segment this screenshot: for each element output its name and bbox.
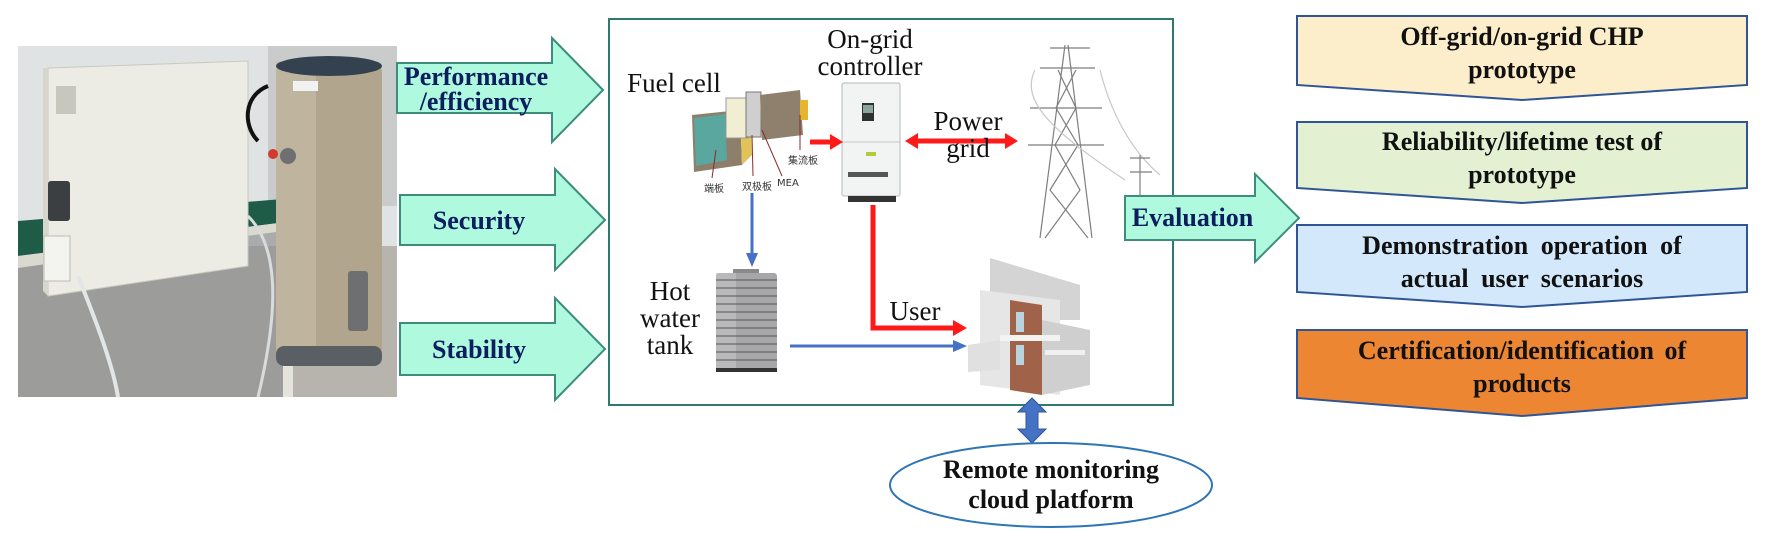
arrow-evaluation bbox=[1124, 171, 1301, 265]
arrow-stability bbox=[399, 295, 607, 403]
label-line: /efficiency bbox=[419, 87, 533, 116]
label-line: products bbox=[1473, 369, 1571, 398]
arrow-performance bbox=[396, 35, 605, 145]
controller-icon bbox=[841, 82, 901, 202]
photo-illustration bbox=[18, 46, 397, 397]
house-icon bbox=[968, 258, 1090, 395]
outcome-box-4 bbox=[1296, 329, 1748, 418]
fuel-cell-part-mea: MEA bbox=[777, 178, 799, 189]
electric-flow-controller-grid bbox=[905, 133, 1018, 149]
label-line: Demonstration operation of bbox=[1362, 231, 1682, 260]
arrow-security-label: Security bbox=[400, 206, 558, 235]
fuel-cell-part-bipolar-plate: 双极板 bbox=[742, 182, 772, 193]
electric-flow-controller-to-user bbox=[870, 205, 967, 336]
label-line: grid bbox=[946, 133, 990, 163]
label-line: controller bbox=[817, 51, 923, 81]
user-label: User bbox=[889, 296, 941, 326]
hot-water-tank-icon bbox=[716, 269, 777, 372]
label-line: cloud platform bbox=[968, 485, 1134, 514]
outcome-3-label: Demonstration operation of actual user s… bbox=[1297, 229, 1747, 295]
outcome-box-1 bbox=[1296, 15, 1748, 102]
label-line: Certification/identification of bbox=[1357, 336, 1687, 365]
heat-flow-fuelcell-to-tank bbox=[746, 193, 758, 267]
arrow-security bbox=[399, 166, 607, 273]
label-line: tank bbox=[646, 330, 694, 360]
label-line: On-grid bbox=[827, 24, 913, 54]
label-line: Performance bbox=[403, 62, 549, 91]
arrow-performance-label: Performance /efficiency bbox=[397, 62, 555, 116]
label-line: Hot bbox=[649, 276, 691, 306]
label-line: water bbox=[640, 303, 700, 333]
label-line: actual user scenarios bbox=[1400, 264, 1644, 293]
outcome-1-label: Off-grid/on-grid CHP prototype bbox=[1297, 20, 1747, 86]
cloud-platform-ellipse bbox=[889, 442, 1213, 528]
fuel-cell-part-end-plate: 端板 bbox=[704, 184, 724, 195]
label-line: Off-grid/on-grid CHP bbox=[1400, 22, 1644, 51]
label-line: Security bbox=[432, 206, 526, 235]
fuel-cell-stack-icon bbox=[692, 90, 808, 179]
power-grid-label: Power grid bbox=[928, 108, 1008, 162]
outcome-box-3 bbox=[1296, 224, 1748, 309]
outcome-4-label: Certification/identification of products bbox=[1297, 334, 1747, 400]
outcome-2-label: Reliability/lifetime test of prototype bbox=[1297, 125, 1747, 191]
label-line: Stability bbox=[432, 335, 526, 364]
prototype-photo bbox=[18, 46, 397, 397]
cloud-platform-label: Remote monitoring cloud platform bbox=[890, 455, 1212, 515]
arrow-stability-label: Stability bbox=[400, 335, 558, 364]
label-line: Remote monitoring bbox=[943, 455, 1159, 484]
heat-flow-tank-to-user bbox=[790, 340, 967, 352]
label-line: prototype bbox=[1468, 160, 1576, 189]
controller-label: On-grid controller bbox=[808, 26, 932, 80]
label-line: Reliability/lifetime test of bbox=[1381, 127, 1663, 156]
electric-flow-fuelcell-to-controller bbox=[810, 134, 843, 150]
outcome-box-2 bbox=[1296, 121, 1748, 205]
evaluation-label: Evaluation bbox=[1131, 203, 1254, 232]
label-line: prototype bbox=[1468, 55, 1576, 84]
fuel-cell-part-current-collector: 集流板 bbox=[788, 156, 818, 167]
hot-water-tank-label: Hot water tank bbox=[632, 278, 708, 359]
fuel-cell-title: Fuel cell bbox=[627, 68, 721, 98]
label-line: Power bbox=[933, 106, 1003, 136]
power-tower-icon bbox=[1028, 44, 1161, 239]
